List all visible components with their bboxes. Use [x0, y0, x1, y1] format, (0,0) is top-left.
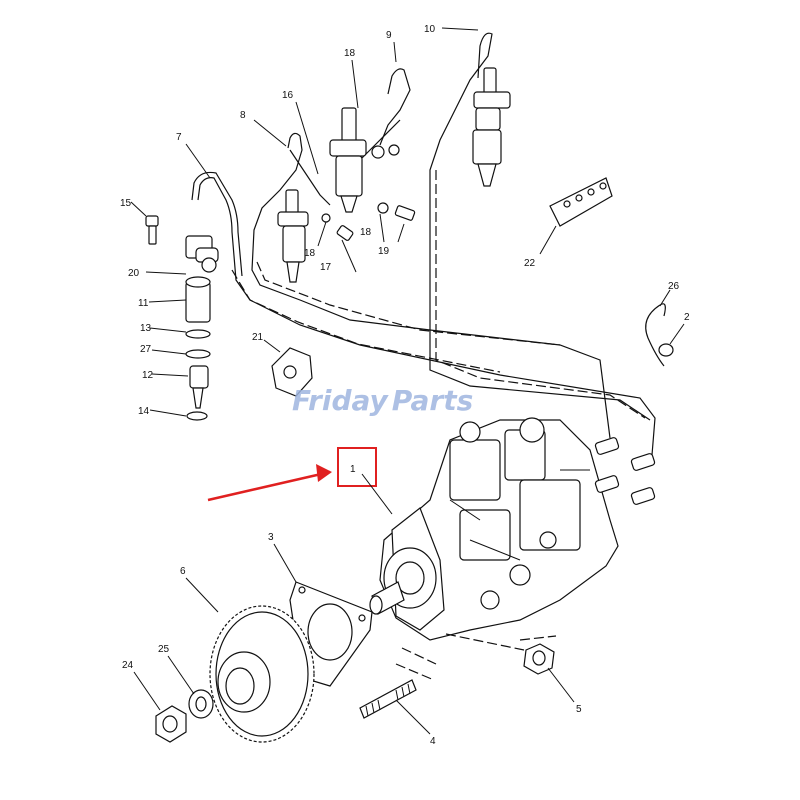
callout-11: 11: [138, 298, 149, 309]
injector-mid-left: [277, 189, 354, 283]
callout-18-mid: 18: [304, 248, 316, 259]
callout-10: 10: [424, 24, 436, 35]
spring-clip-26: [645, 303, 666, 367]
callout-4: 4: [430, 736, 436, 747]
injection-pump: [369, 417, 619, 641]
callout-1: 1: [350, 464, 356, 475]
callout-2: 2: [684, 312, 690, 323]
callout-8: 8: [240, 110, 246, 121]
injector-mid-right: [329, 107, 416, 221]
callout-7: 7: [176, 132, 182, 143]
leader-lines: [130, 27, 685, 735]
callout-14: 14: [138, 406, 150, 417]
highlight-box: [337, 447, 377, 487]
clamp-21: [271, 347, 313, 397]
callout-27: 27: [140, 344, 152, 355]
callout-17: 17: [320, 262, 332, 273]
callout-25: 25: [158, 644, 170, 655]
highlight-arrow: [207, 464, 332, 502]
nut-24: [155, 705, 187, 743]
callout-12: 12: [142, 370, 154, 381]
stud-4: [359, 679, 417, 719]
bolt-15: [145, 215, 159, 245]
callout-19: 19: [378, 246, 390, 257]
callout-18-top: 18: [344, 48, 356, 59]
gear-6: [209, 605, 315, 743]
callout-9: 9: [386, 30, 392, 41]
cap-2: [658, 343, 674, 357]
callout-26: 26: [668, 281, 680, 292]
nut-5: [523, 643, 555, 675]
callout-3: 3: [268, 532, 274, 543]
alignment-lines: [395, 633, 557, 681]
callout-24: 24: [122, 660, 134, 671]
callout-18-right: 18: [360, 227, 372, 238]
callout-22: 22: [524, 258, 536, 269]
callout-6: 6: [180, 566, 186, 577]
pump-fittings: [594, 437, 656, 505]
injector-pipes: [191, 32, 656, 456]
callout-15: 15: [120, 198, 132, 209]
callout-16: 16: [282, 90, 294, 101]
callout-20: 20: [128, 268, 140, 279]
callout-5: 5: [576, 704, 582, 715]
callout-21: 21: [252, 332, 264, 343]
washer-25: [188, 689, 214, 719]
injector-right: [472, 67, 511, 187]
bracket-22: [549, 177, 613, 227]
callout-13: 13: [140, 323, 152, 334]
callout-labels: 1 2 3 4 5 6 7 8 9 10 11 12 13 14 15 16 1…: [120, 24, 690, 747]
injector-left: [185, 235, 219, 421]
